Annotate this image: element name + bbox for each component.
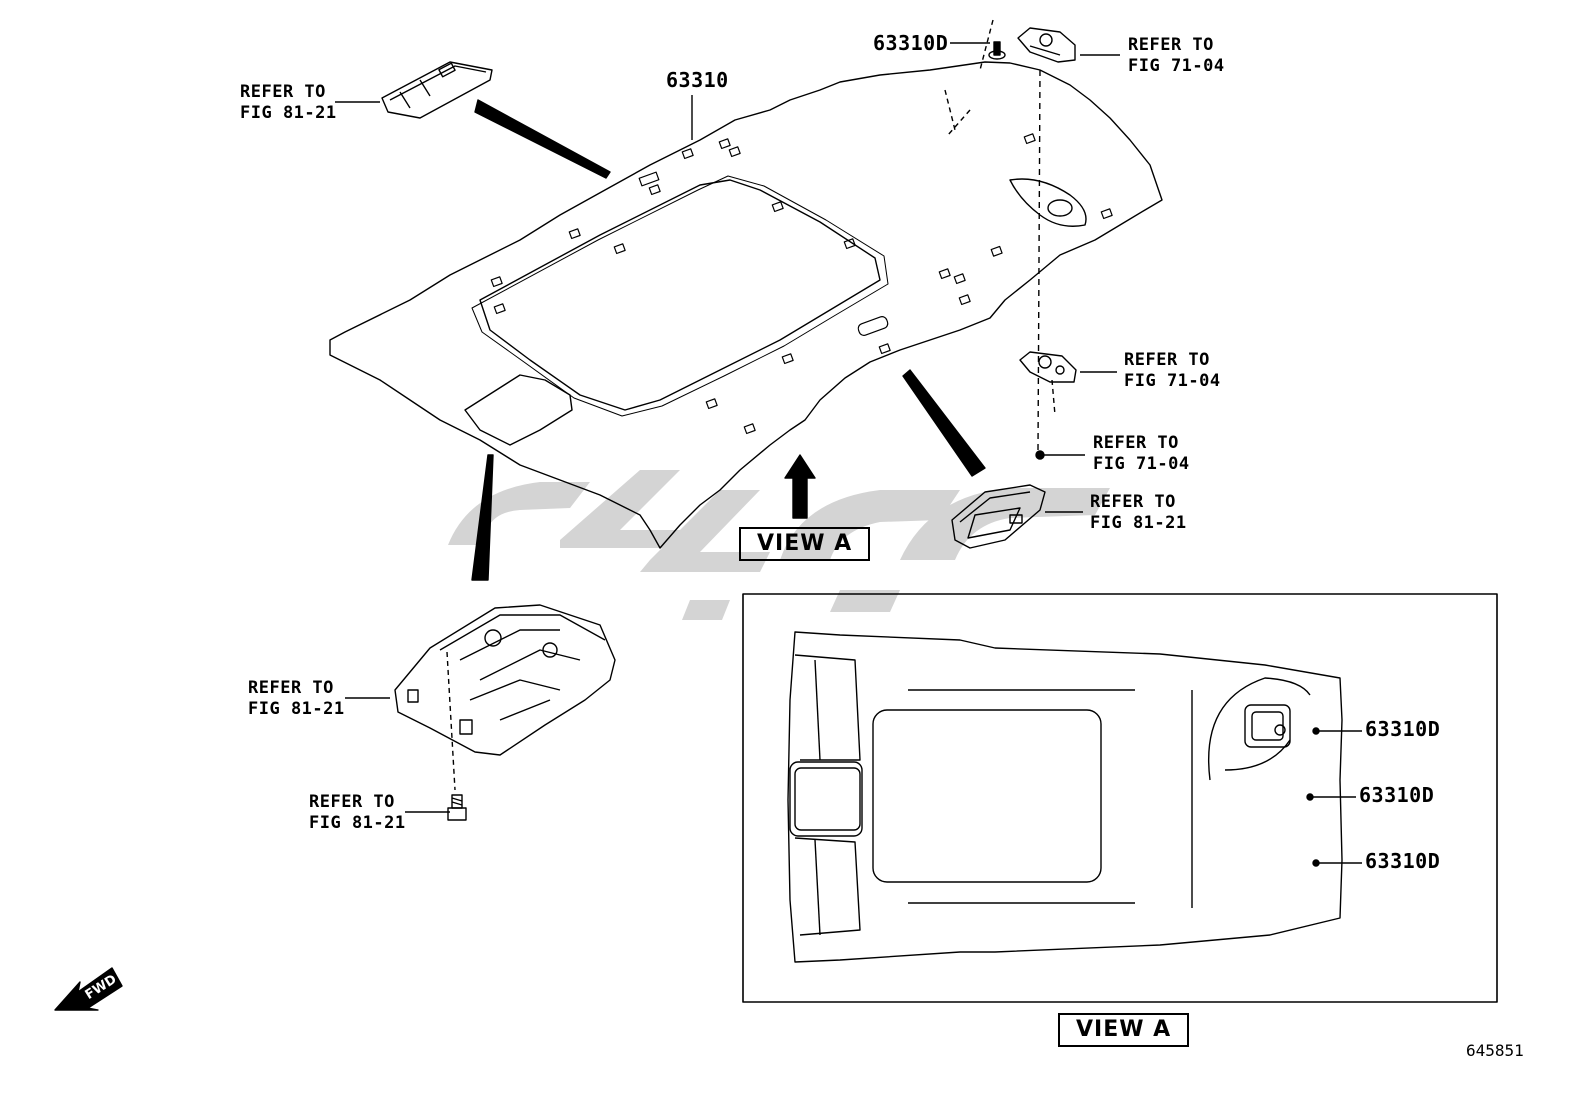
callout-line1: REFER TO xyxy=(1124,350,1210,370)
view-a-arrow xyxy=(784,454,816,519)
inset-part-63310d-3[interactable]: 63310D xyxy=(1365,849,1441,873)
view-a-label-inset: VIEW A xyxy=(1058,1013,1190,1047)
assist-grip-component xyxy=(1017,27,1076,63)
callout-line1: REFER TO xyxy=(240,82,326,102)
assist-grip-component-2 xyxy=(1019,351,1077,383)
headliner-outline xyxy=(329,61,1163,549)
callout-line2: FIG 81-21 xyxy=(309,813,406,833)
callout-line1: REFER TO xyxy=(1128,35,1214,55)
callout-console-screw[interactable]: REFER TO FIG 81-21 xyxy=(309,792,406,834)
figure-number: 645851 xyxy=(1466,1041,1524,1060)
callout-assist-grip-mid[interactable]: REFER TO FIG 71-04 xyxy=(1124,350,1221,392)
callout-line1: REFER TO xyxy=(248,678,334,698)
callout-line2: FIG 81-21 xyxy=(240,103,337,123)
view-a-label-main: VIEW A xyxy=(739,527,871,561)
callout-line1: REFER TO xyxy=(1093,433,1179,453)
sunroof-opening xyxy=(479,179,881,411)
callout-overhead-console[interactable]: REFER TO FIG 81-21 xyxy=(248,678,345,720)
callout-line1: REFER TO xyxy=(309,792,395,812)
console-panel xyxy=(464,374,573,446)
clip-holes xyxy=(490,133,1113,435)
screw-fig-71-04 xyxy=(1035,450,1045,460)
watermark-logo xyxy=(448,470,1110,620)
callout-line2: FIG 81-21 xyxy=(248,699,345,719)
callout-line2: FIG 71-04 xyxy=(1128,56,1225,76)
callout-map-lamp[interactable]: REFER TO FIG 81-21 xyxy=(240,82,337,124)
callout-line1: REFER TO xyxy=(1090,492,1176,512)
callout-line2: FIG 71-04 xyxy=(1124,371,1221,391)
fwd-arrow-icon xyxy=(54,967,123,1011)
callout-assist-grip-top[interactable]: REFER TO FIG 71-04 xyxy=(1128,35,1225,77)
callout-vanity-lamp[interactable]: REFER TO FIG 81-21 xyxy=(1090,492,1187,534)
callout-screw-71-04[interactable]: REFER TO FIG 71-04 xyxy=(1093,433,1190,475)
callout-line2: FIG 81-21 xyxy=(1090,513,1187,533)
inset-headliner-outline xyxy=(787,631,1343,963)
screw-fig-81-21 xyxy=(447,794,467,821)
part-number-63310d-top[interactable]: 63310D xyxy=(873,31,949,55)
inset-part-63310d-1[interactable]: 63310D xyxy=(1365,717,1441,741)
clip-63310d-top xyxy=(988,41,1006,60)
callout-line2: FIG 71-04 xyxy=(1093,454,1190,474)
vanity-lamp-component xyxy=(951,484,1046,549)
part-number-63310[interactable]: 63310 xyxy=(666,68,729,92)
map-lamp-component xyxy=(381,61,493,119)
overhead-console-component xyxy=(394,604,616,791)
view-a-inset-frame xyxy=(742,593,1498,1003)
inset-part-63310d-2[interactable]: 63310D xyxy=(1359,783,1435,807)
